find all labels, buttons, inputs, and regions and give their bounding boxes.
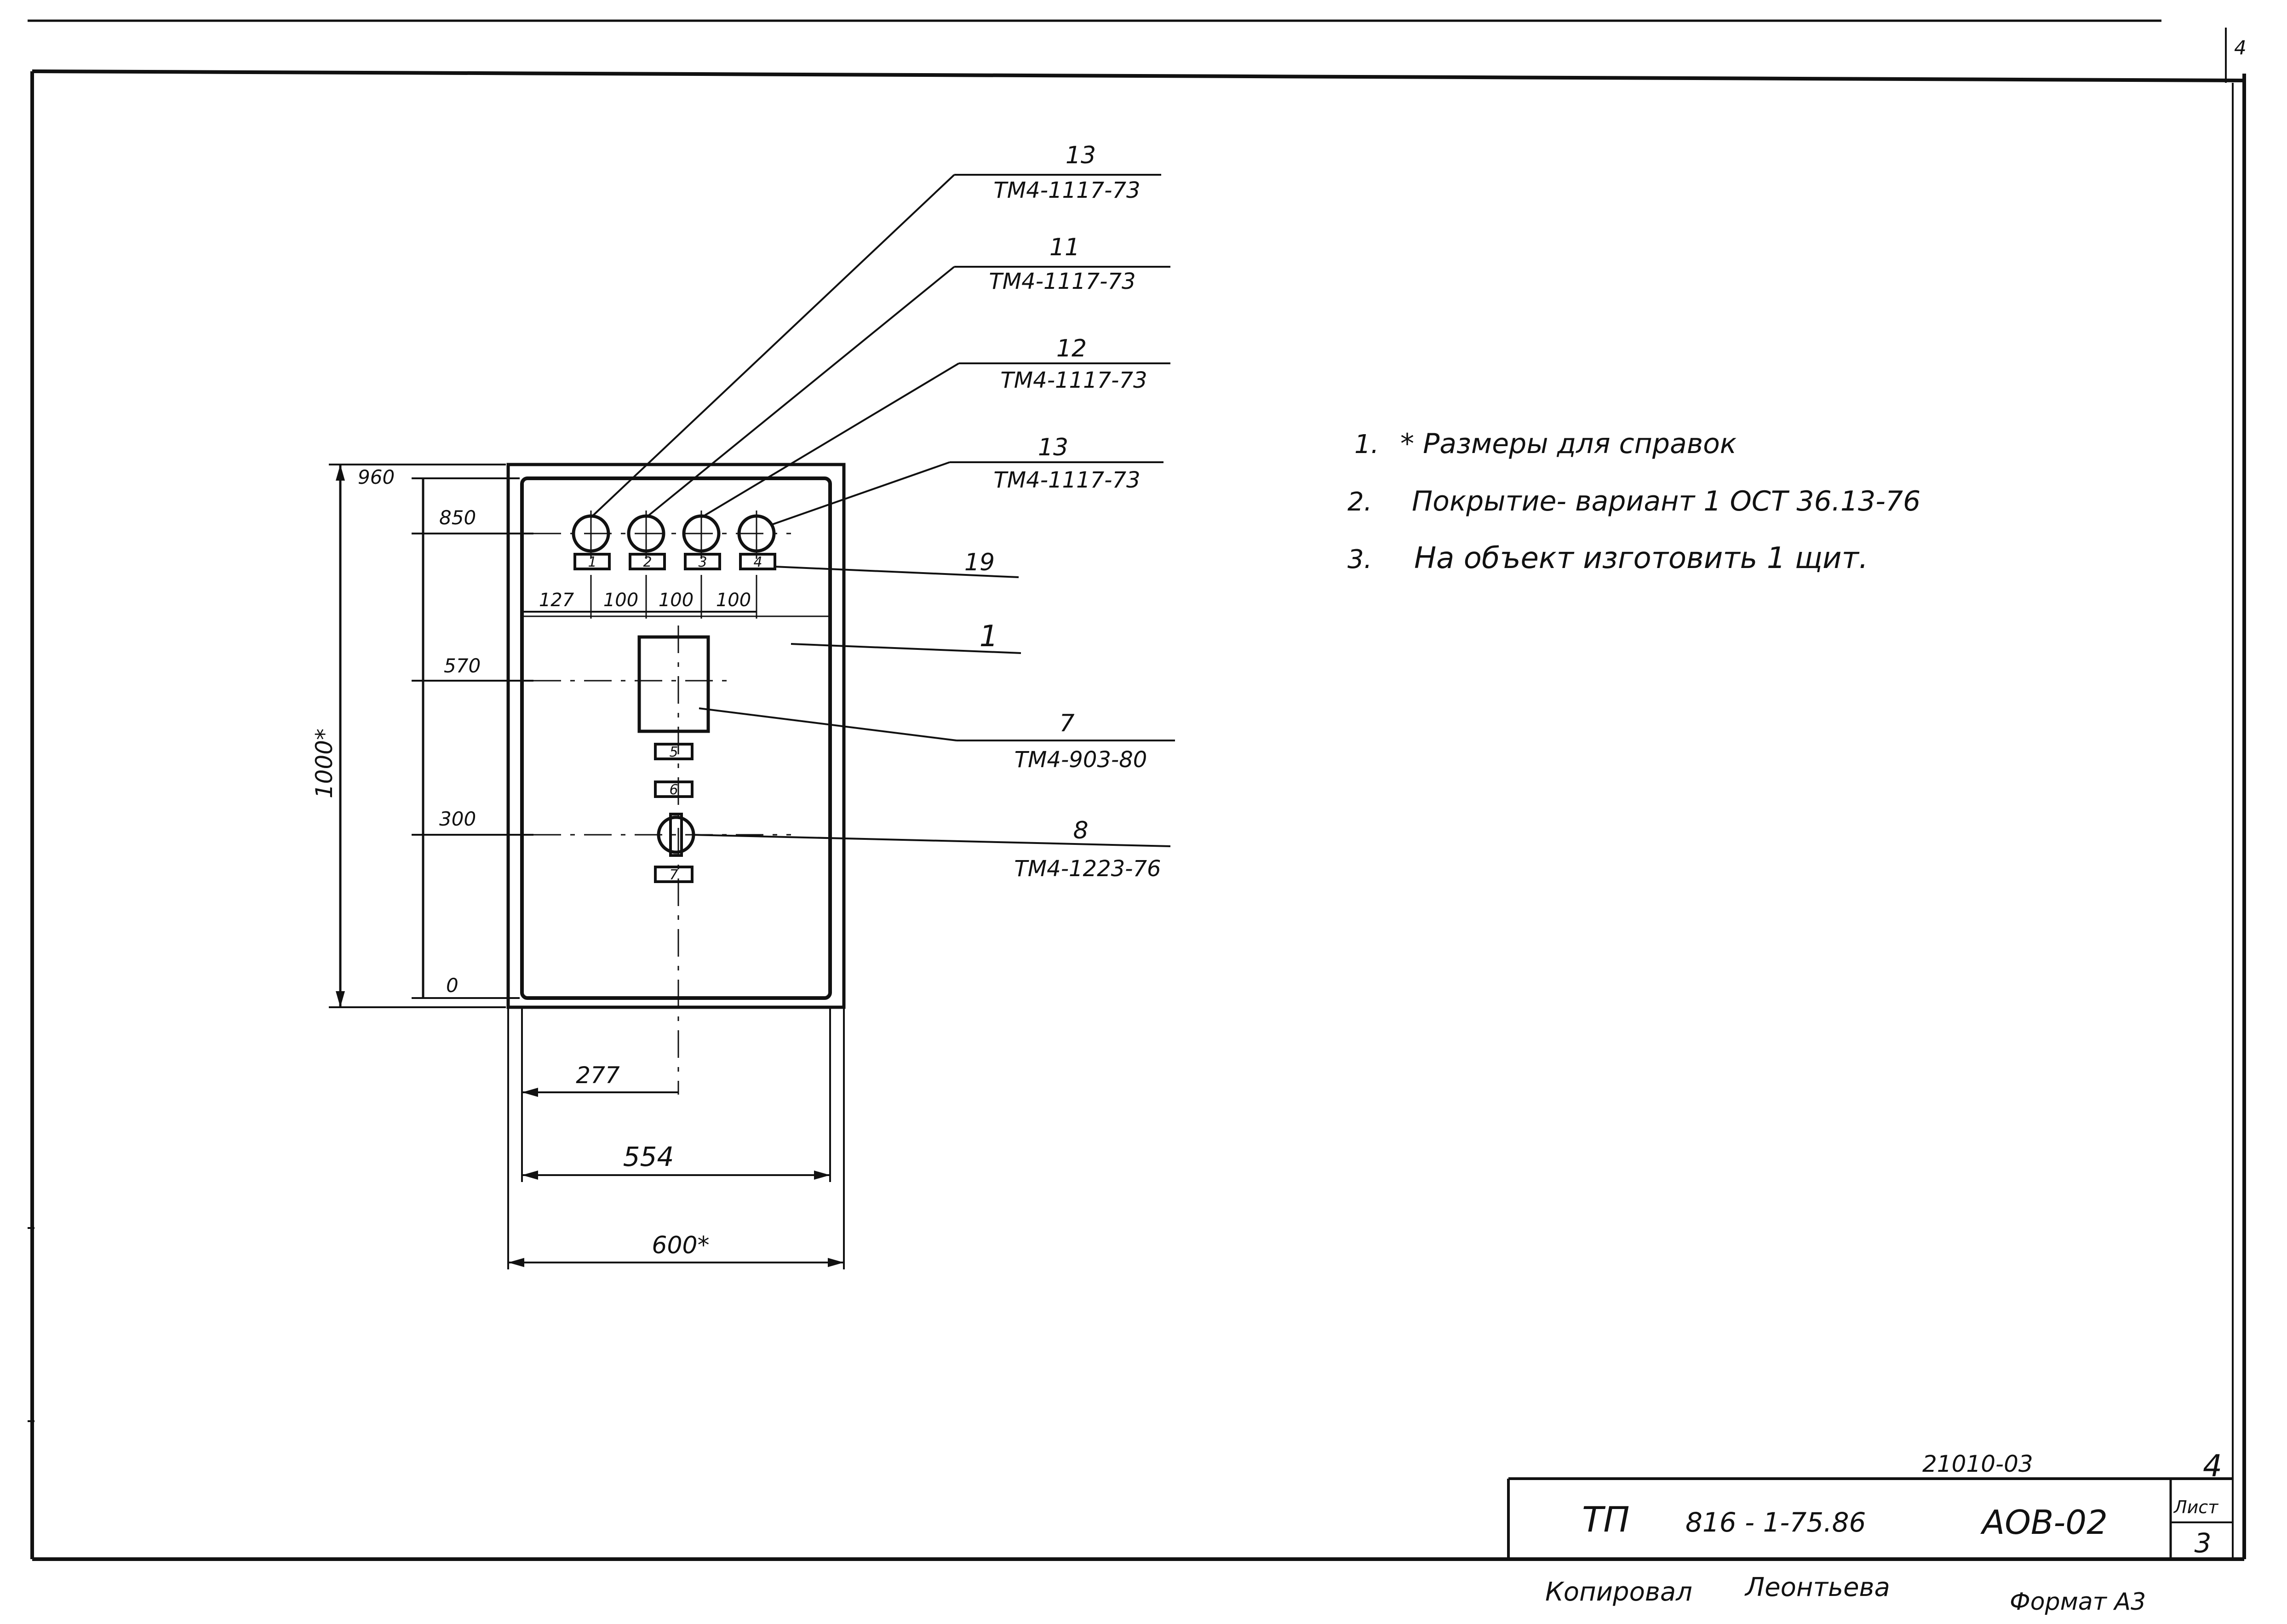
callout-number: 12 [1056,335,1087,362]
page-number: 4 [2203,1448,2222,1484]
callout-number: 19 [964,549,995,576]
nameplate-5: 5 [654,743,694,760]
archive-number: 21010-03 [1922,1451,2033,1477]
spacing-dimensions: 127 100 100 100 [522,575,757,619]
level-label: 300 [439,808,476,830]
nameplate-label: 5 [669,744,678,760]
note-text: * Размеры для справок [1400,428,1737,460]
level-labels: 960 850 570 300 0 1000* [311,466,481,997]
level-label: 0 [446,974,459,997]
centre-lines [533,533,791,1095]
level-label: 570 [444,654,481,677]
level-label: 850 [439,506,476,529]
note-text: Покрытие- вариант 1 ОСТ 36.13-76 [1412,485,1920,517]
note-number: 3. [1347,545,1372,574]
leader-lines [590,174,1175,847]
note-text: На объект изготовить 1 щит. [1414,541,1868,575]
spacing-label: 100 [659,590,694,611]
callout-reference: ТМ4-1117-73 [989,269,1135,294]
nameplate-label: 2 [643,554,652,570]
nameplate-6: 6 [654,780,694,798]
callout-number: 11 [1049,234,1080,261]
note-number: 1. [1354,430,1379,459]
callout-reference: ТМ4-1117-73 [1000,367,1147,393]
sheet-frame [28,19,2246,1561]
spacing-label: 100 [716,590,751,611]
spacing-label: 100 [603,590,638,611]
callout-reference: ТМ4-1117-73 [993,178,1140,203]
nameplate-label: 4 [753,554,762,570]
nameplate-label: 7 [669,867,678,883]
callout-number: 1 [980,620,998,654]
sheet-format: Формат А3 [2010,1588,2146,1616]
sheet-label: Лист [2173,1497,2219,1517]
callouts: 13 ТМ4-1117-73 11 ТМ4-1117-73 12 ТМ4-111… [964,142,1161,882]
meter-box [637,635,710,733]
copied-label: Копировал [1545,1577,1692,1607]
callout-reference: ТМ4-1117-73 [993,467,1140,493]
footer-inscriptions: Копировал Леонтьева Формат А3 [1545,1572,2146,1616]
inner-width-label: 554 [623,1141,674,1172]
callout-number: 7 [1059,710,1074,737]
title-block: 21010-03 4 ТП 816 - 1-75.86 АОВ-02 Лист … [1507,1448,2233,1559]
notes: 1. * Размеры для справок 2. Покрытие- ва… [1347,428,1920,575]
copied-by: Леонтьева [1744,1572,1890,1602]
callout-number: 13 [1038,434,1068,461]
width-dimensions: 277 554 600* [507,1007,845,1269]
panel [506,463,846,1009]
callout-number: 8 [1073,817,1088,844]
height-dimension: 1000* [311,729,338,798]
nameplate-label: 1 [588,554,596,570]
designation: АОВ-02 [1980,1503,2108,1542]
outer-width-label: 600* [652,1232,709,1259]
nameplates: 1 2 3 4 5 6 7 [573,553,776,883]
nameplate-1: 1 [573,553,611,570]
nameplate-label: 6 [669,782,678,798]
spacing-label: 127 [539,590,574,611]
nameplate-label: 3 [698,554,707,570]
note-number: 2. [1347,487,1372,517]
callout-number: 13 [1066,142,1096,169]
code-prefix: ТП [1582,1499,1630,1540]
nameplate-3: 3 [684,553,721,570]
callout-reference: ТМ4-1223-76 [1014,856,1161,882]
half-width-label: 277 [576,1062,620,1089]
callout-reference: ТМ4-903-80 [1015,747,1147,773]
sheet-number: 3 [2195,1527,2212,1559]
nameplate-4: 4 [739,553,776,570]
instrument-row [572,511,776,559]
document-code: 816 - 1-75.86 [1685,1507,1866,1538]
vertical-dimensions [329,464,533,1008]
nameplate-7: 7 [654,866,694,883]
corner-mark: 4 [2234,36,2247,59]
level-label: 960 [358,466,395,488]
nameplate-2: 2 [629,553,666,570]
